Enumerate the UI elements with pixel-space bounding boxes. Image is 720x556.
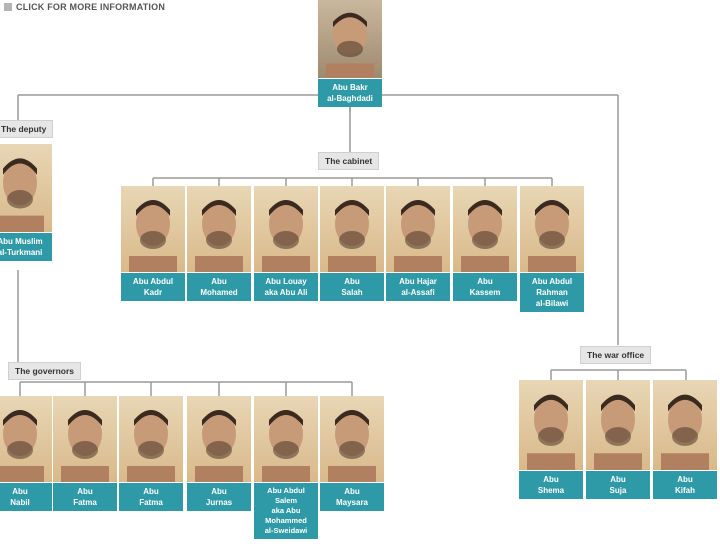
governor-card[interactable]: Abu Fatma (53, 396, 117, 511)
cabinet-card[interactable]: Abu Hajar al-Assafi (386, 186, 450, 301)
person-name: Abu Kassem (453, 272, 517, 301)
cabinet-card[interactable]: Abu Abdul Kadr (121, 186, 185, 301)
governor-card[interactable]: Abu Abdul Salem aka Abu Mohammed al-Swei… (254, 396, 318, 539)
portrait-photo (187, 186, 251, 272)
governor-card[interactable]: Abu Maysara (320, 396, 384, 511)
info-header[interactable]: CLICK FOR MORE INFORMATION (4, 2, 165, 12)
person-name: Abu Hajar al-Assafi (386, 272, 450, 301)
portrait-photo (586, 380, 650, 470)
person-name: Abu Salah (320, 272, 384, 301)
portrait-photo (320, 396, 384, 482)
portrait-photo (0, 396, 52, 482)
person-name: Abu Shema (519, 470, 583, 499)
person-name: Abu Abdul Kadr (121, 272, 185, 301)
portrait-photo (519, 380, 583, 470)
cabinet-card[interactable]: Abu Salah (320, 186, 384, 301)
governor-card[interactable]: Abu Jurnas (187, 396, 251, 511)
person-name: Abu Kifah (653, 470, 717, 499)
person-name: Abu Mohamed (187, 272, 251, 301)
portrait-photo (653, 380, 717, 470)
portrait-photo (254, 396, 318, 482)
group-label-deputy: The deputy (0, 120, 54, 138)
governor-card[interactable]: Abu Fatma (119, 396, 183, 511)
portrait-photo (520, 186, 584, 272)
person-name: Abu Abdul Rahman al-Bilawi (520, 272, 584, 312)
cabinet-card[interactable]: Abu Mohamed (187, 186, 251, 301)
deputy-card[interactable]: Abu Muslim al-Turkmani (0, 144, 52, 261)
portrait-photo (0, 144, 52, 232)
war-office-card[interactable]: Abu Suja (586, 380, 650, 499)
cabinet-card[interactable]: Abu Kassem (453, 186, 517, 301)
portrait-photo (187, 396, 251, 482)
portrait-photo (453, 186, 517, 272)
portrait-photo (121, 186, 185, 272)
square-icon (4, 3, 12, 11)
portrait-photo (386, 186, 450, 272)
portrait-photo (318, 0, 382, 78)
cabinet-card[interactable]: Abu Abdul Rahman al-Bilawi (520, 186, 584, 312)
war-office-card[interactable]: Abu Shema (519, 380, 583, 499)
portrait-photo (320, 186, 384, 272)
war-office-card[interactable]: Abu Kifah (653, 380, 717, 499)
leader-card[interactable]: Abu Bakr al-Baghdadi (318, 0, 382, 107)
portrait-photo (254, 186, 318, 272)
person-name: Abu Fatma (53, 482, 117, 511)
header-title: CLICK FOR MORE INFORMATION (16, 2, 166, 12)
person-name: Abu Abdul Salem aka Abu Mohammed al-Swei… (254, 482, 318, 539)
person-name: Abu Maysara (320, 482, 384, 511)
person-name: Abu Suja (586, 470, 650, 499)
person-name: Abu Louay aka Abu Ali (254, 272, 318, 301)
person-name: Abu Jurnas (187, 482, 251, 511)
group-label-cabinet: The cabinet (318, 152, 380, 170)
person-name: Abu Nabil (0, 482, 52, 511)
governor-card[interactable]: Abu Nabil (0, 396, 52, 511)
person-name: Abu Fatma (119, 482, 183, 511)
group-label-war-office: The war office (580, 346, 652, 364)
portrait-photo (119, 396, 183, 482)
portrait-photo (53, 396, 117, 482)
group-label-governors: The governors (8, 362, 82, 380)
person-name: Abu Muslim al-Turkmani (0, 232, 52, 261)
cabinet-card[interactable]: Abu Louay aka Abu Ali (254, 186, 318, 301)
person-name: Abu Bakr al-Baghdadi (318, 78, 382, 107)
